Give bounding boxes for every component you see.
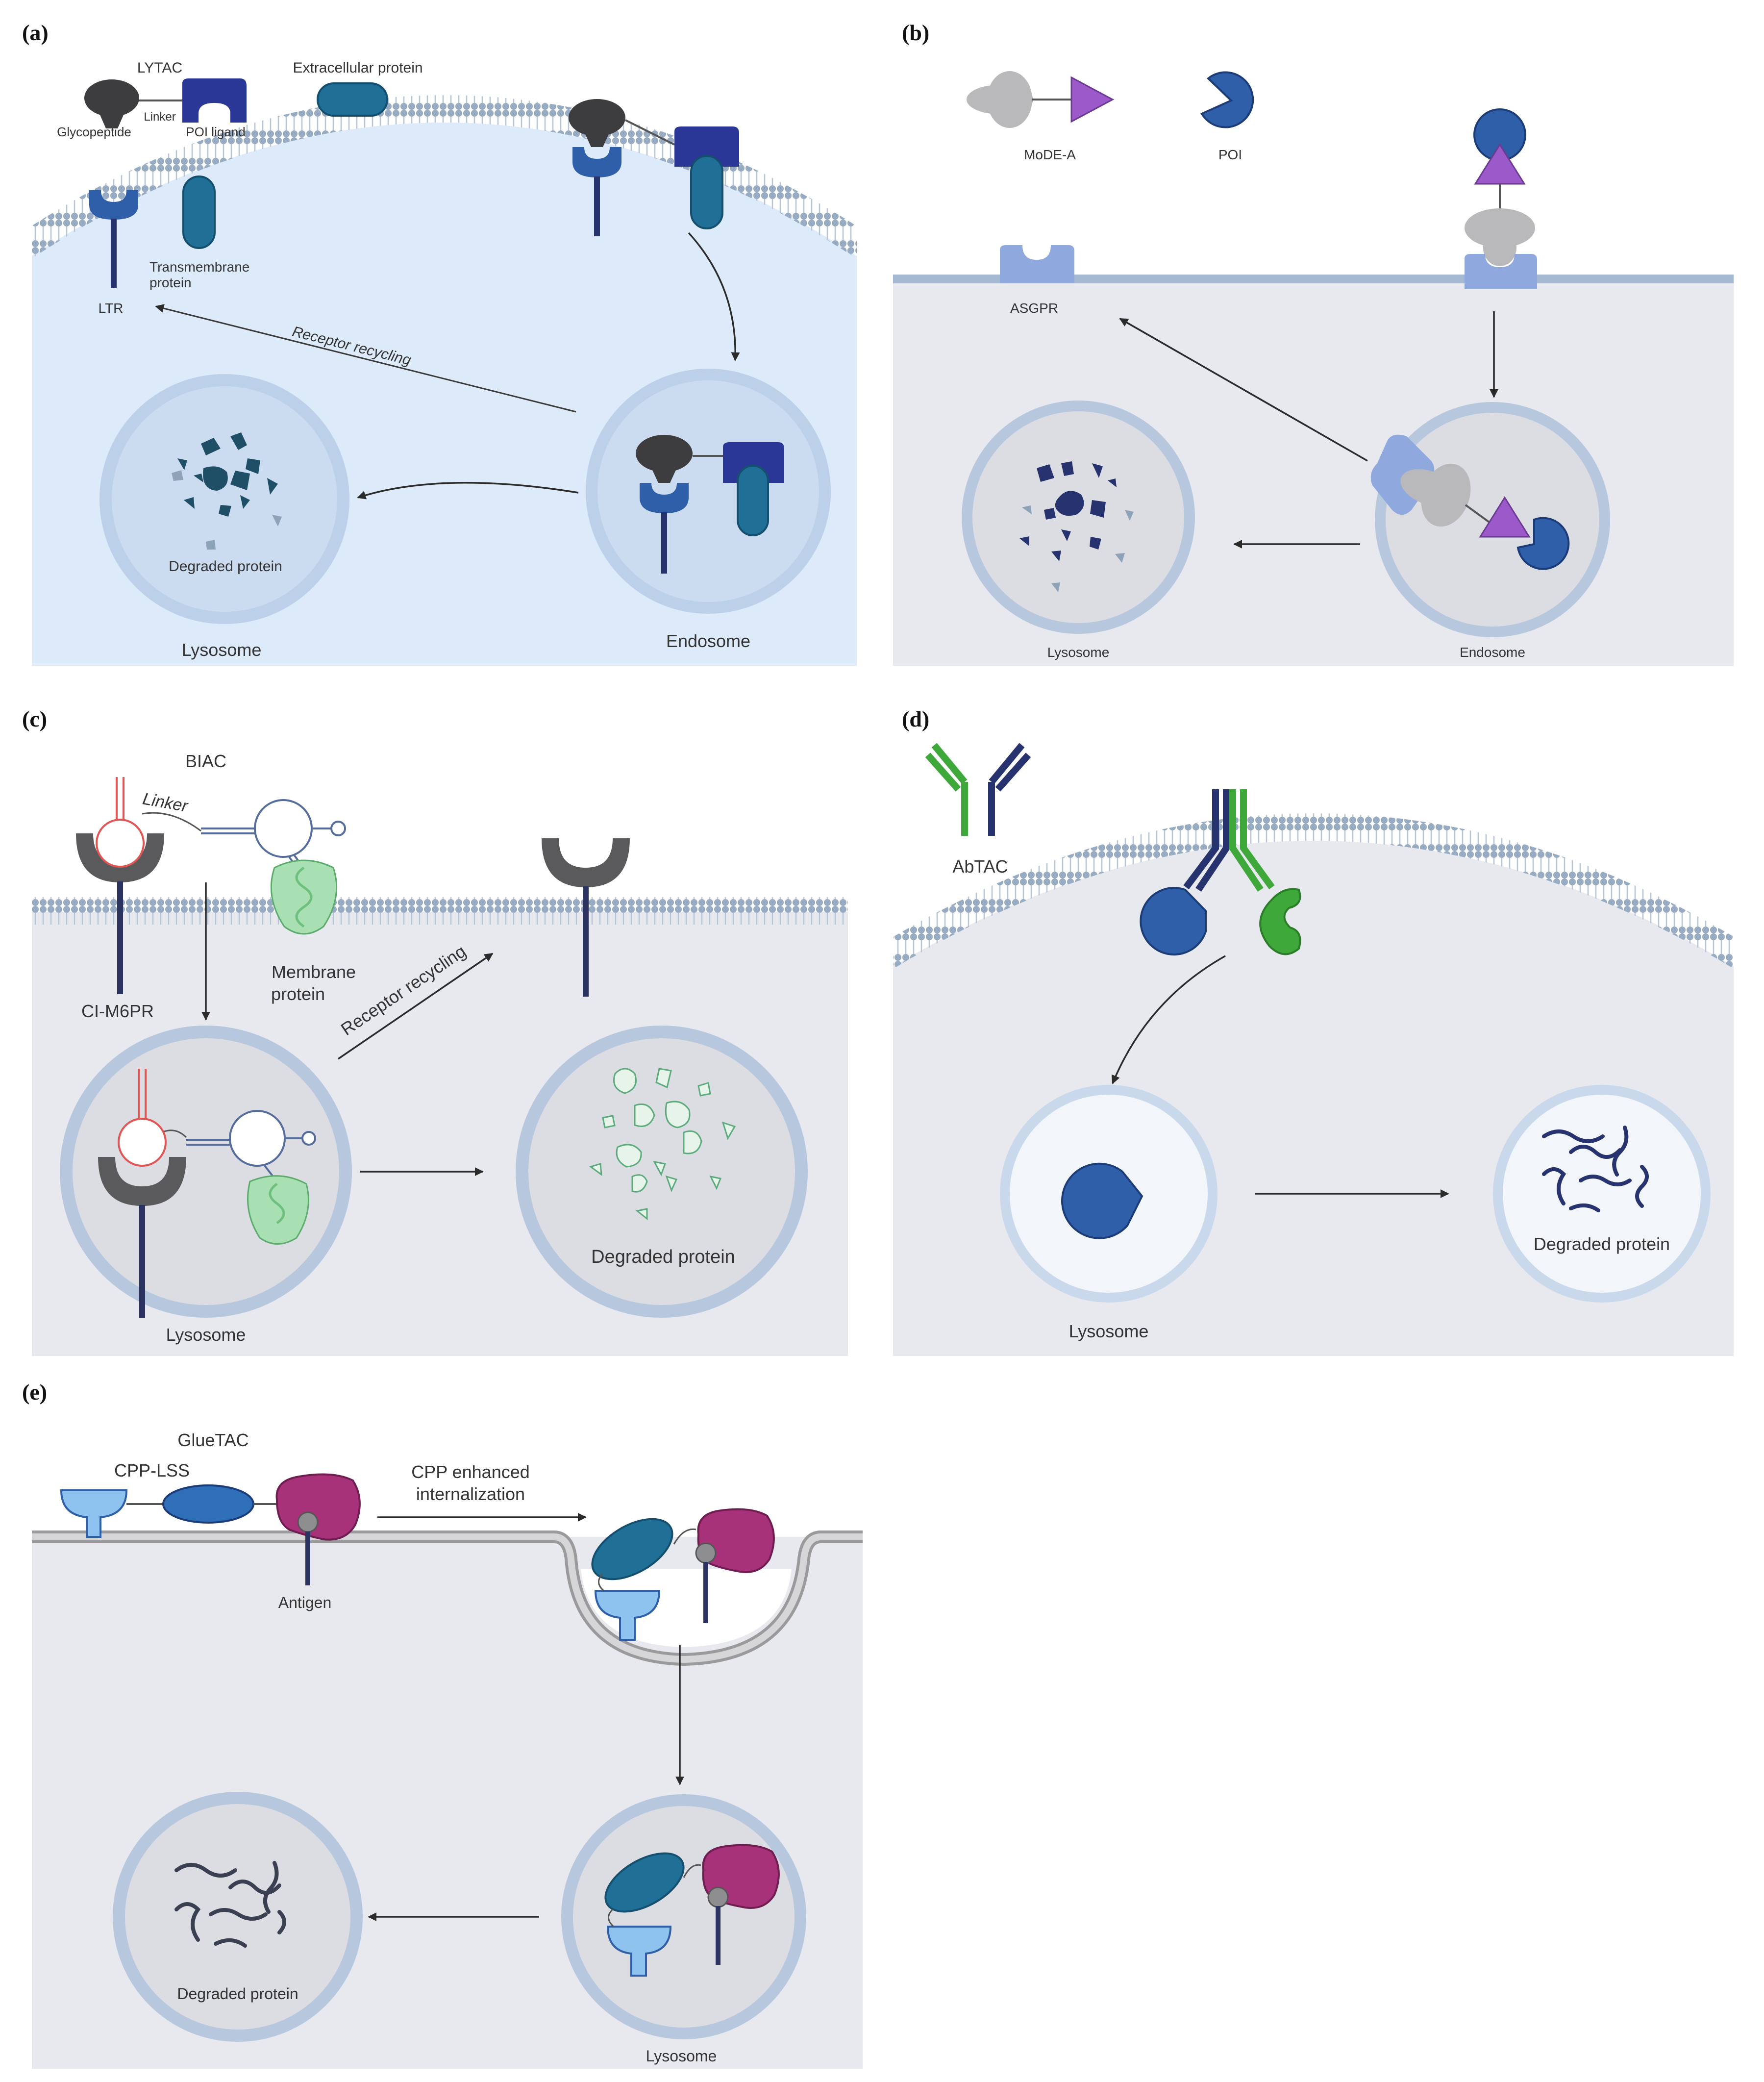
panel-a: (a) LYTAC Glycopeptide Linker POI ligand… [22,20,857,666]
mode-a-icon [967,71,1115,128]
degraded-peptide-strands [1542,1126,1649,1212]
abtac-label: AbTAC [952,856,1008,877]
asgpr-label: ASGPR [1010,301,1058,316]
asgpr-icon [1000,245,1074,283]
transmembrane-protein-icon [182,176,216,249]
membrane-protein-label-2: protein [271,984,325,1004]
gluetac-label: GlueTAC [177,1430,248,1450]
poi-ligand-label: POI ligand [186,125,245,139]
internalization-arrow [688,232,740,361]
degraded-protein-light-fragments [1022,505,1134,592]
plasma-membrane [32,95,857,259]
glycopeptide-label: Glycopeptide [57,125,131,139]
lysosome-label: Lysosome [166,1325,246,1345]
panel-b-tag: (b) [902,20,929,45]
endosome-vesicle [586,369,831,614]
asgpr-mode-a-complex [1465,108,1537,289]
lytac-membrane-complex [569,99,739,236]
cpp-lss-label: CPP-LSS [114,1460,190,1480]
cpp-enhanced-label-2: internalization [416,1484,525,1504]
membrane-protein-label-1: Membrane [272,962,356,982]
linker-label: Linker [144,110,175,124]
degradation-lysosome-vesicle [1493,1085,1711,1303]
lysosome-gluetac-complex [604,1844,780,1977]
ltr-receptor-icon [89,190,138,288]
poi-ligand-icon [182,78,247,123]
panel-d: (d) AbTAC [893,706,1734,1356]
lysosome-vesicle [99,374,349,624]
ci-m6pr-label: CI-M6PR [81,1001,154,1021]
extracellular-protein-label: Extracellular protein [293,60,422,76]
endosome-complex [1370,434,1570,570]
degradation-lysosome-vesicle [113,1792,363,2042]
degraded-protein-fragments [589,1068,736,1221]
degraded-protein-fragments [1019,461,1117,561]
lysosome-label: Lysosome [646,2047,717,2065]
degraded-protein-fragments [177,432,278,517]
receptor-recycling-arrow [155,304,576,413]
ltr-label: LTR [99,301,124,316]
endosome-to-lysosome-arrow [357,482,579,500]
receptor-recycling-arrow [338,953,494,1060]
receptor-recycling-arrow [1119,318,1368,462]
plasma-membrane [32,897,848,925]
endosome-label: Endosome [666,631,750,651]
endosome-label: Endosome [1460,645,1525,660]
poi-icon [1200,71,1254,128]
lysosome-biac-complex [98,1069,316,1318]
abtac-icon [925,743,1031,836]
degraded-protein-label: Degraded protein [591,1247,735,1267]
degraded-protein-label: Degraded protein [177,1985,298,2003]
biac-label: BIAC [185,751,226,771]
lysosome-label: Lysosome [182,640,262,660]
internalization-arrow [1111,955,1226,1084]
panel-c-tag: (c) [22,706,47,731]
abtac-membrane-complex [1140,789,1301,956]
panel-d-tag: (d) [902,706,929,731]
panel-a-tag: (a) [22,20,49,45]
panel-c: (c) BIAC Linker Membra [22,706,848,1356]
linker-line [142,812,201,832]
panel-e-tag: (e) [22,1380,47,1405]
panel-e: (e) GlueTAC CPP-LSS Antigen CPP enhanced… [22,1380,863,2069]
lysosome-label: Lysosome [1047,645,1110,660]
endosome-lytac-complex [636,435,784,574]
lysosome-receptor-icon [1061,1162,1143,1239]
lysosome-label: Lysosome [1069,1321,1149,1341]
plasma-membrane [893,813,1734,969]
degraded-protein-light-fragments [172,470,282,550]
degraded-peptide-strands [174,1861,286,1948]
mode-a-label: MoDE-A [1024,147,1076,162]
ci-m6pr-receptor [76,833,164,994]
cpp-enhanced-label-1: CPP enhanced [411,1462,530,1482]
transmembrane-label-1: Transmembrane [149,259,249,275]
lysosome-vesicle [962,401,1195,634]
lytac-label: LYTAC [137,60,182,76]
antigen-label: Antigen [278,1594,332,1611]
extracellular-protein-icon [317,82,388,117]
panel-b: (b) MoDE-A POI ASGPR [893,20,1734,666]
glycopeptide-icon [84,79,139,128]
gluetac-legend-complex [60,1473,361,1585]
poi-label: POI [1218,147,1242,162]
transmembrane-label-2: protein [149,275,192,290]
endocytic-complex [591,1508,775,1641]
rna-aptamer-icon [96,777,145,868]
membrane-protein-icon [270,859,338,935]
recycled-receptor [542,838,630,997]
lysosome-degraded-protein-label: Degraded protein [169,558,282,575]
degraded-protein-label: Degraded protein [1534,1234,1670,1254]
lysosome-vesicle [561,1794,806,2039]
